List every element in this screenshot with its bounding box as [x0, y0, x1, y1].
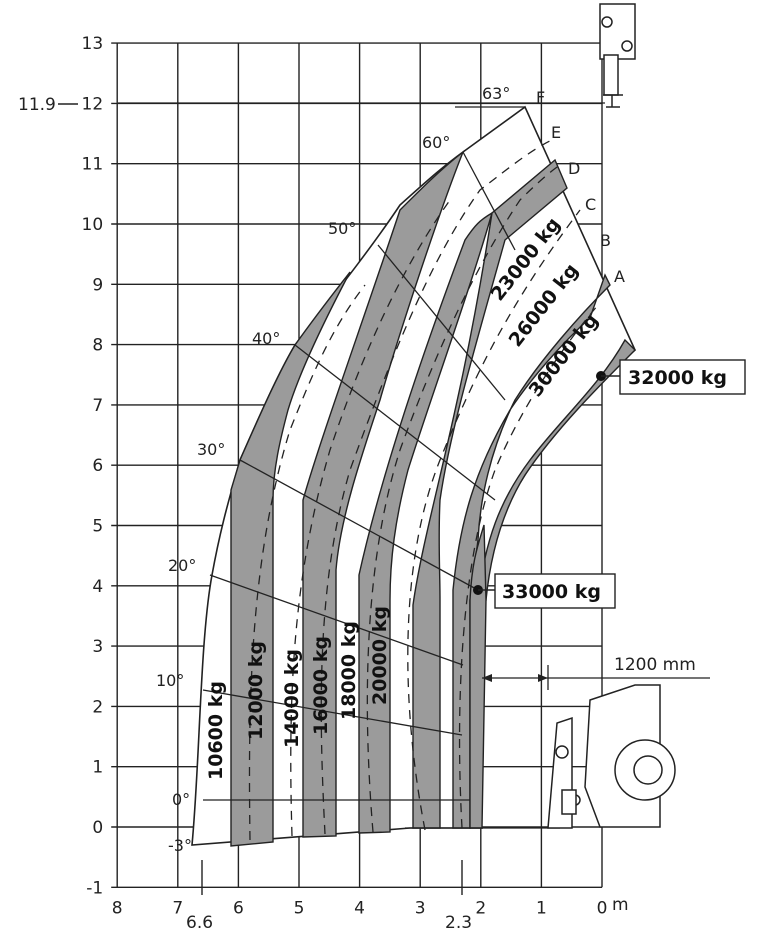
angle-label: 60°: [422, 133, 450, 152]
position-label: A: [614, 267, 625, 286]
dashed-line: [407, 209, 581, 831]
telehandler-icon: [547, 684, 676, 829]
x-tick-label: 1: [536, 898, 547, 918]
x-axis-labels: 8 7 6 5 4 3 2 1 0: [112, 898, 608, 918]
x-extra-label: 6.6: [186, 913, 213, 933]
load-band-32000: [477, 338, 636, 601]
y-tick-label: 12: [82, 94, 104, 114]
angle-label: 0°: [172, 790, 190, 809]
position-label: E: [551, 123, 561, 142]
load-label: 20000 kg: [369, 606, 391, 705]
y-tick-label: 3: [92, 637, 103, 657]
load-band-33000: [469, 524, 487, 829]
position-label: D: [568, 159, 580, 178]
x-tick-label: 4: [354, 898, 365, 918]
y-tick-label: 4: [92, 577, 103, 597]
x-tick-label: 0: [597, 898, 608, 918]
dashed-line: [366, 164, 561, 833]
load-label: 16000 kg: [310, 636, 332, 735]
angle-label: 50°: [328, 219, 356, 238]
x-tick-label: 5: [294, 898, 305, 918]
callout-33000: 33000 kg: [502, 581, 601, 603]
distance-label: 1200 mm: [614, 655, 696, 675]
distance-dimension: 1200 mm: [482, 655, 710, 690]
angle-label: 20°: [168, 556, 196, 575]
angle-line-60: [462, 151, 516, 251]
callout-box: [494, 573, 616, 609]
angle-line-10: [202, 689, 463, 736]
x-tick-label: 6: [233, 898, 244, 918]
callout-32000: 32000 kg: [628, 367, 727, 389]
dashed-line: [248, 284, 366, 841]
x-unit-label: m: [612, 895, 629, 915]
angle-label: 10°: [156, 671, 184, 690]
angle-label: 30°: [197, 440, 225, 459]
y-tick-label: 1: [92, 758, 103, 778]
x-tick-label: 8: [112, 898, 123, 918]
y-tick-label: 10: [82, 215, 104, 235]
load-label: 10600 kg: [205, 681, 227, 780]
position-label: C: [585, 195, 596, 214]
y-tick-label: 9: [92, 275, 103, 295]
y-tick-label: 0: [92, 818, 103, 838]
load-band-20000: [358, 211, 494, 834]
y-tick-label: 8: [92, 336, 103, 356]
attachment-top-icon: [599, 3, 636, 108]
load-band-16000: [302, 149, 465, 838]
y-tick-label: 5: [92, 517, 103, 537]
angle-label: 40°: [252, 329, 280, 348]
y-tick-label: 2: [92, 697, 103, 717]
callout-box: [619, 359, 746, 395]
angle-lines: [118, 102, 605, 829]
load-label: 12000 kg: [245, 641, 267, 740]
load-band-26000: [452, 273, 611, 829]
x-tick-label: 2: [475, 898, 486, 918]
load-band-12000: [230, 271, 351, 847]
x-extra-label: 2.3: [445, 913, 472, 933]
dashed-line: [320, 139, 553, 835]
position-label: B: [600, 231, 611, 250]
dashed-line: [290, 199, 451, 837]
y-tick-label: 13: [82, 34, 104, 54]
load-label: 18000 kg: [338, 621, 360, 720]
y-tick-label: 11: [82, 155, 104, 175]
angle-label: 63°: [482, 84, 510, 103]
load-band-23000: [412, 158, 568, 829]
load-label: 14000 kg: [281, 649, 303, 748]
y-tick-label: 6: [92, 456, 103, 476]
angle-line-40: [294, 344, 496, 501]
x-tick-label: 3: [415, 898, 426, 918]
max-height-label: 11.9: [18, 95, 56, 115]
x-tick-label: 7: [172, 898, 183, 918]
y-tick-label: 7: [92, 396, 103, 416]
position-label: F: [536, 88, 545, 107]
angle-label: -3°: [168, 836, 192, 855]
angle-line-30: [239, 459, 479, 591]
angle-line-20: [209, 574, 464, 666]
angle-line-50: [377, 244, 506, 401]
dashed-line: [458, 304, 599, 829]
y-tick-label: -1: [86, 878, 103, 898]
